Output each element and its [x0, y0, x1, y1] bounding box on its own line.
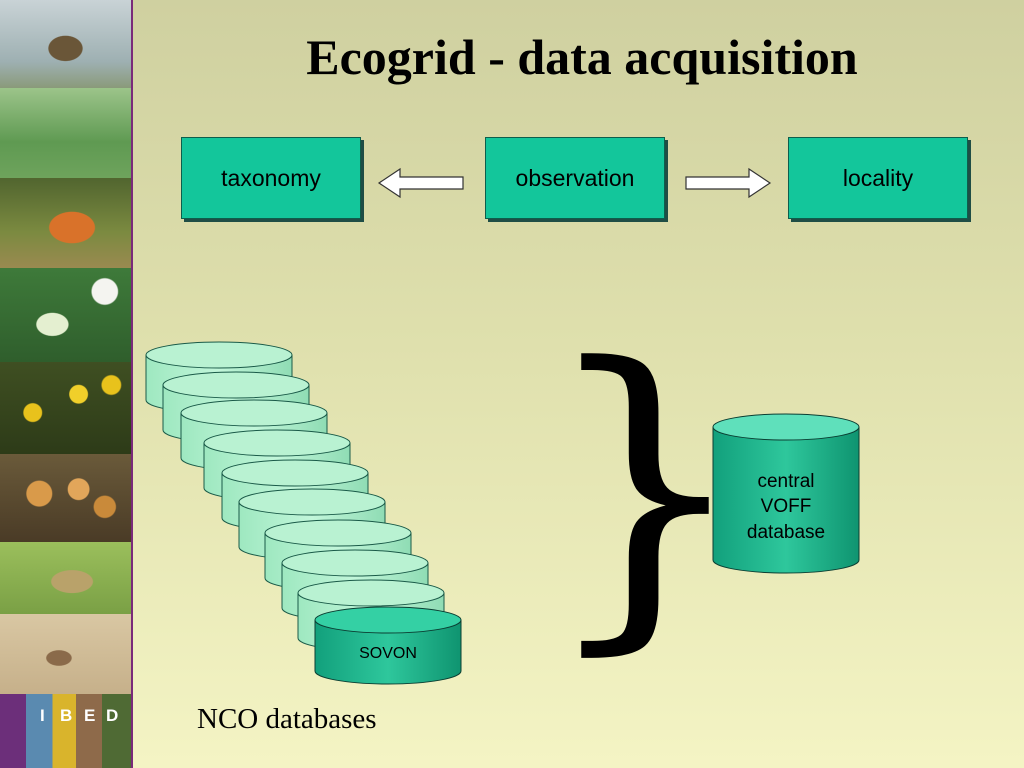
concept-box-taxonomy: taxonomy: [181, 137, 361, 219]
logo-letter-e: E: [84, 706, 96, 725]
yellow-flowers-photo: [0, 362, 131, 454]
nco-database-stack: SOVON: [145, 341, 462, 685]
right-arrow-icon: [685, 167, 772, 199]
central-db-label-line1: central: [757, 471, 814, 492]
left-arrow-icon: [377, 167, 464, 199]
bird-photo: [0, 0, 131, 88]
sovon-label: SOVON: [359, 645, 417, 662]
dragonfly-photo: [0, 88, 131, 178]
concept-box-observation: observation: [485, 137, 665, 219]
logo-letter-b: B: [60, 706, 73, 725]
concept-label-observation: observation: [515, 164, 635, 191]
logo-letter-i: I: [40, 706, 45, 725]
sovon-database-cylinder: SOVON: [314, 606, 462, 685]
ibed-logo-strip: [0, 694, 131, 768]
nco-databases-caption: NCO databases: [197, 703, 377, 735]
frog-photo: [0, 542, 131, 614]
concept-box-locality: locality: [788, 137, 968, 219]
slide-title: Ecogrid - data acquisition: [306, 29, 858, 85]
central-db-label-line3: database: [747, 522, 825, 543]
central-voff-database: central VOFF database: [712, 413, 860, 574]
central-db-label-line2: VOFF: [761, 496, 812, 517]
sidebar-photo-strip: I B E D: [0, 0, 133, 768]
concept-label-locality: locality: [842, 164, 914, 191]
closing-brace-icon: }: [540, 298, 750, 682]
concept-label-taxonomy: taxonomy: [221, 164, 321, 191]
butterfly-flower-photo: [0, 268, 131, 362]
logo-letter-d: D: [106, 706, 119, 725]
mushrooms-photo: [0, 454, 131, 542]
fox-photo: [0, 178, 131, 268]
beetle-photo: [0, 614, 131, 694]
